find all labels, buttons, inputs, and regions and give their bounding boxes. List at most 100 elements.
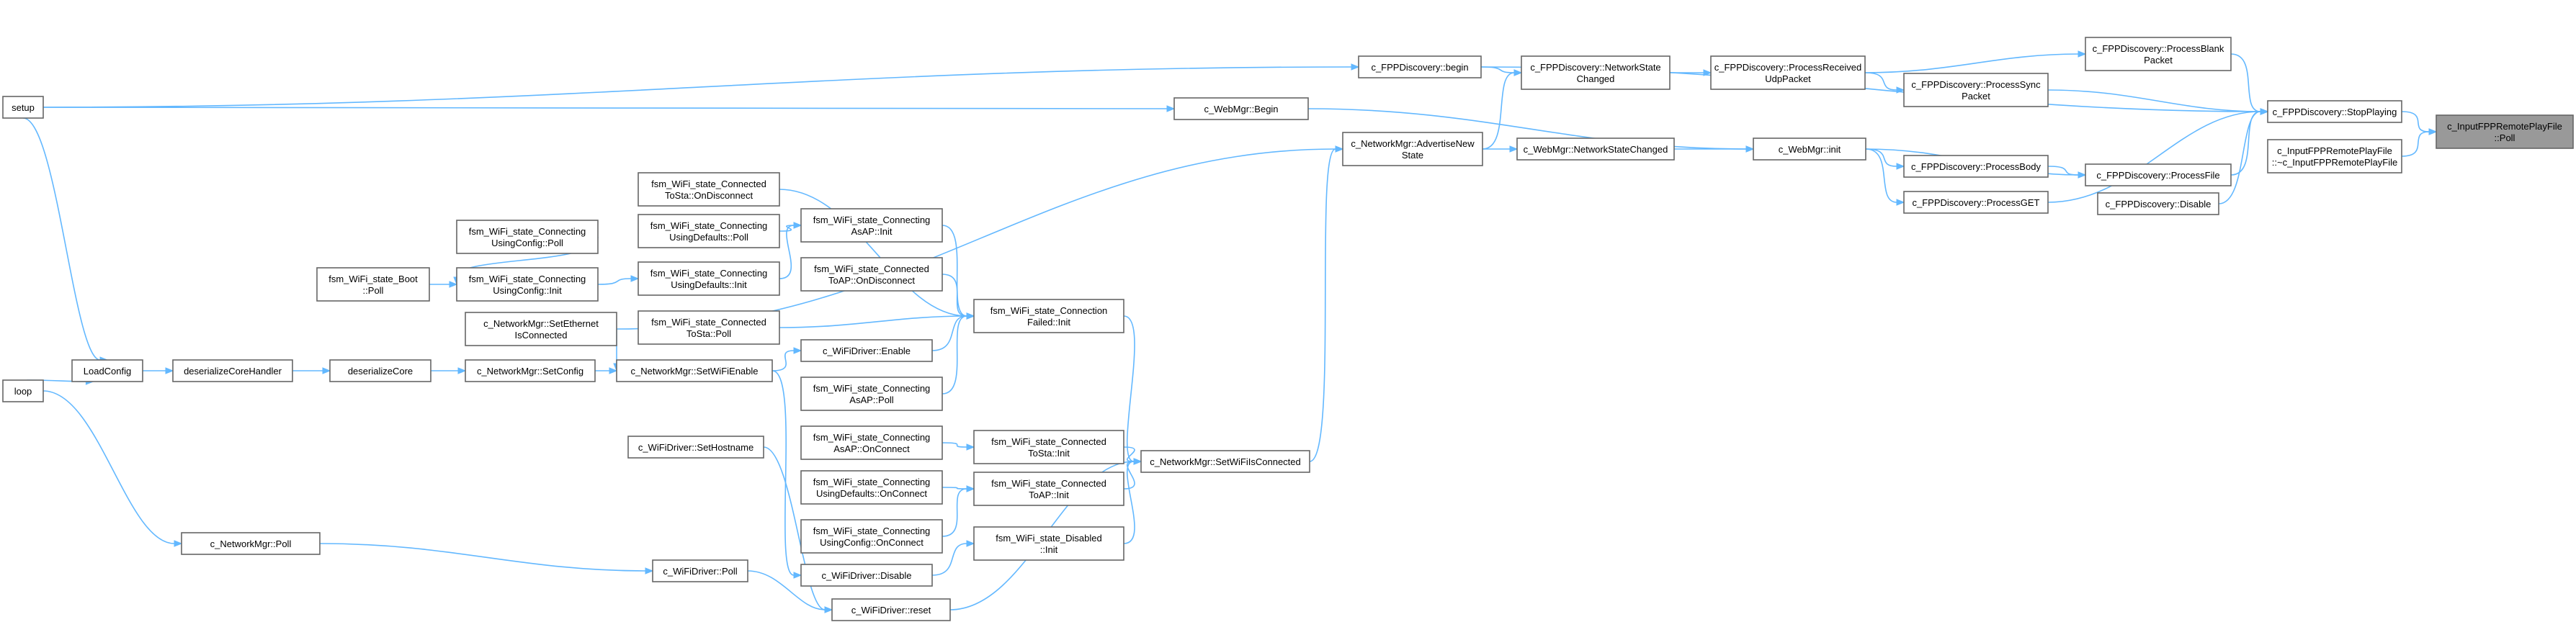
node-dtor[interactable]: c_InputFPPRemotePlayFile::~c_InputFPPRem… [2267, 139, 2402, 173]
node-label: c_NetworkMgr::SetConfig [477, 366, 583, 377]
edge-webBegin-to-webInit [1307, 108, 1755, 153]
node-loop[interactable]: loop [2, 379, 44, 402]
node-box [316, 267, 430, 302]
node-box [800, 519, 943, 554]
node-processFile[interactable]: c_FPPDiscovery::ProcessFile [2085, 163, 2232, 186]
node-webNetChanged[interactable]: c_WebMgr::NetworkStateChanged [1516, 138, 1675, 161]
node-wifiReset[interactable]: c_WiFiDriver::reset [831, 598, 951, 621]
node-label: State [1402, 150, 1423, 161]
node-root[interactable]: c_InputFPPRemotePlayFile::Poll [2436, 114, 2574, 149]
edge-disable-to-stopPlaying [2218, 108, 2269, 204]
node-label: fsm_WiFi_state_Connecting [469, 226, 586, 237]
node-stopPlaying[interactable]: c_FPPDiscovery::StopPlaying [2267, 100, 2402, 123]
node-webInit[interactable]: c_WebMgr::init [1753, 138, 1866, 161]
node-setHostname[interactable]: c_WiFiDriver::SetHostname [627, 436, 764, 459]
node-label: IsConnected [515, 330, 568, 341]
node-setup[interactable]: setup [2, 96, 44, 119]
node-setConfig[interactable]: c_NetworkMgr::SetConfig [465, 359, 596, 382]
edge-connToApInit-to-setWiFiConnected [1123, 458, 1142, 490]
node-netPoll[interactable]: c_NetworkMgr::Poll [181, 532, 321, 555]
node-connToApDisc[interactable]: fsm_WiFi_state_ConnectedToAP::OnDisconne… [800, 257, 943, 292]
node-label: ToAP::OnDisconnect [828, 275, 915, 286]
node-connToStaDisc[interactable]: fsm_WiFi_state_ConnectedToSta::OnDisconn… [638, 172, 780, 207]
edge-setup-to-loadConfig [22, 117, 109, 364]
node-label: UsingDefaults::Init [671, 279, 747, 290]
node-connectingCfgInit[interactable]: fsm_WiFi_state_ConnectingUsingConfig::In… [456, 267, 599, 302]
node-disable[interactable]: c_FPPDiscovery::Disable [2097, 192, 2219, 215]
node-fppBegin[interactable]: c_FPPDiscovery::begin [1358, 55, 1482, 78]
node-label: ::Poll [363, 285, 384, 296]
node-box [638, 261, 780, 296]
edge-setWiFiEnable-to-wifiEnable [772, 347, 802, 371]
node-box [1516, 138, 1675, 161]
node-netStateChanged[interactable]: c_FPPDiscovery::NetworkStateChanged [1521, 55, 1671, 90]
node-label: fsm_WiFi_state_Connecting [813, 432, 931, 443]
edge-advertise-to-netStateChanged [1482, 69, 1523, 150]
node-setWiFiEnable[interactable]: c_NetworkMgr::SetWiFiEnable [616, 359, 773, 382]
node-box [465, 359, 596, 382]
node-label: c_FPPDiscovery::ProcessGET [1913, 197, 2040, 208]
node-box [800, 257, 943, 292]
node-label: fsm_WiFi_state_Connecting [813, 215, 931, 225]
node-box [1753, 138, 1866, 161]
node-label: fsm_WiFi_state_Boot [328, 274, 418, 284]
node-wifiEnable[interactable]: c_WiFiDriver::Enable [800, 339, 933, 362]
node-label: c_FPPDiscovery::ProcessFile [2096, 170, 2219, 181]
node-label: ToAP::Init [1029, 490, 1069, 500]
node-wifiDisable[interactable]: c_WiFiDriver::Disable [800, 564, 933, 587]
node-loadConfig[interactable]: LoadConfig [71, 359, 143, 382]
node-webBegin[interactable]: c_WebMgr::Begin [1173, 97, 1309, 120]
node-label: c_FPPDiscovery::ProcessBlank [2093, 43, 2224, 54]
node-label: UsingConfig::Init [493, 285, 562, 296]
edge-connectingDefPoll-to-connectingApInit [779, 222, 802, 232]
node-processGET[interactable]: c_FPPDiscovery::ProcessGET [1903, 191, 2049, 214]
node-disabledInit[interactable]: fsm_WiFi_state_Disabled::Init [973, 526, 1124, 561]
node-connectingDefPoll[interactable]: fsm_WiFi_state_ConnectingUsingDefaults::… [638, 214, 780, 248]
node-connectingDefInit[interactable]: fsm_WiFi_state_ConnectingUsingDefaults::… [638, 261, 780, 296]
node-connectingDefConnect[interactable]: fsm_WiFi_state_ConnectingUsingDefaults::… [800, 470, 943, 505]
node-label: c_NetworkMgr::SetWiFiIsConnected [1150, 456, 1301, 467]
node-box [1140, 450, 1310, 473]
node-bootPoll[interactable]: fsm_WiFi_state_Boot::Poll [316, 267, 430, 302]
edges-layer [22, 50, 2438, 613]
node-wifiPoll[interactable]: c_WiFiDriver::Poll [652, 559, 748, 582]
node-connectingCfgPoll[interactable]: fsm_WiFi_state_ConnectingUsingConfig::Po… [456, 220, 599, 254]
node-label: fsm_WiFi_state_Connecting [650, 220, 768, 231]
node-label: fsm_WiFi_state_Disabled [996, 533, 1101, 544]
node-box [800, 339, 933, 362]
node-box [456, 220, 599, 254]
node-box [638, 214, 780, 248]
edge-deserializeHandler-to-deserializeCore [292, 367, 331, 374]
node-connectingCfgConnect[interactable]: fsm_WiFi_state_ConnectingUsingConfig::On… [800, 519, 943, 554]
node-processBody[interactable]: c_FPPDiscovery::ProcessBody [1903, 155, 2049, 178]
node-label: deserializeCoreHandler [184, 366, 282, 377]
node-setWiFiConnected[interactable]: c_NetworkMgr::SetWiFiIsConnected [1140, 450, 1310, 473]
edge-setWiFiConnected-to-advertise [1309, 145, 1344, 462]
node-box [800, 564, 933, 587]
node-label: c_FPPDiscovery::begin [1371, 62, 1468, 73]
node-deserializeCore[interactable]: deserializeCore [329, 359, 431, 382]
node-box [1521, 55, 1671, 90]
edge-connectingApPoll-to-connFailedInit [942, 312, 975, 395]
node-box [2, 379, 44, 402]
node-deserializeHandler[interactable]: deserializeCoreHandler [172, 359, 293, 382]
node-label: c_FPPDiscovery::ProcessSync [1911, 79, 2041, 90]
edge-dtor-to-root [2401, 128, 2438, 157]
node-label: c_WiFiDriver::Poll [663, 566, 737, 577]
node-label: fsm_WiFi_state_Connecting [813, 477, 931, 487]
edge-connToStaPoll-to-connFailedInit [779, 312, 975, 328]
edge-deserializeCore-to-setConfig [431, 367, 467, 374]
node-box [1342, 132, 1483, 166]
